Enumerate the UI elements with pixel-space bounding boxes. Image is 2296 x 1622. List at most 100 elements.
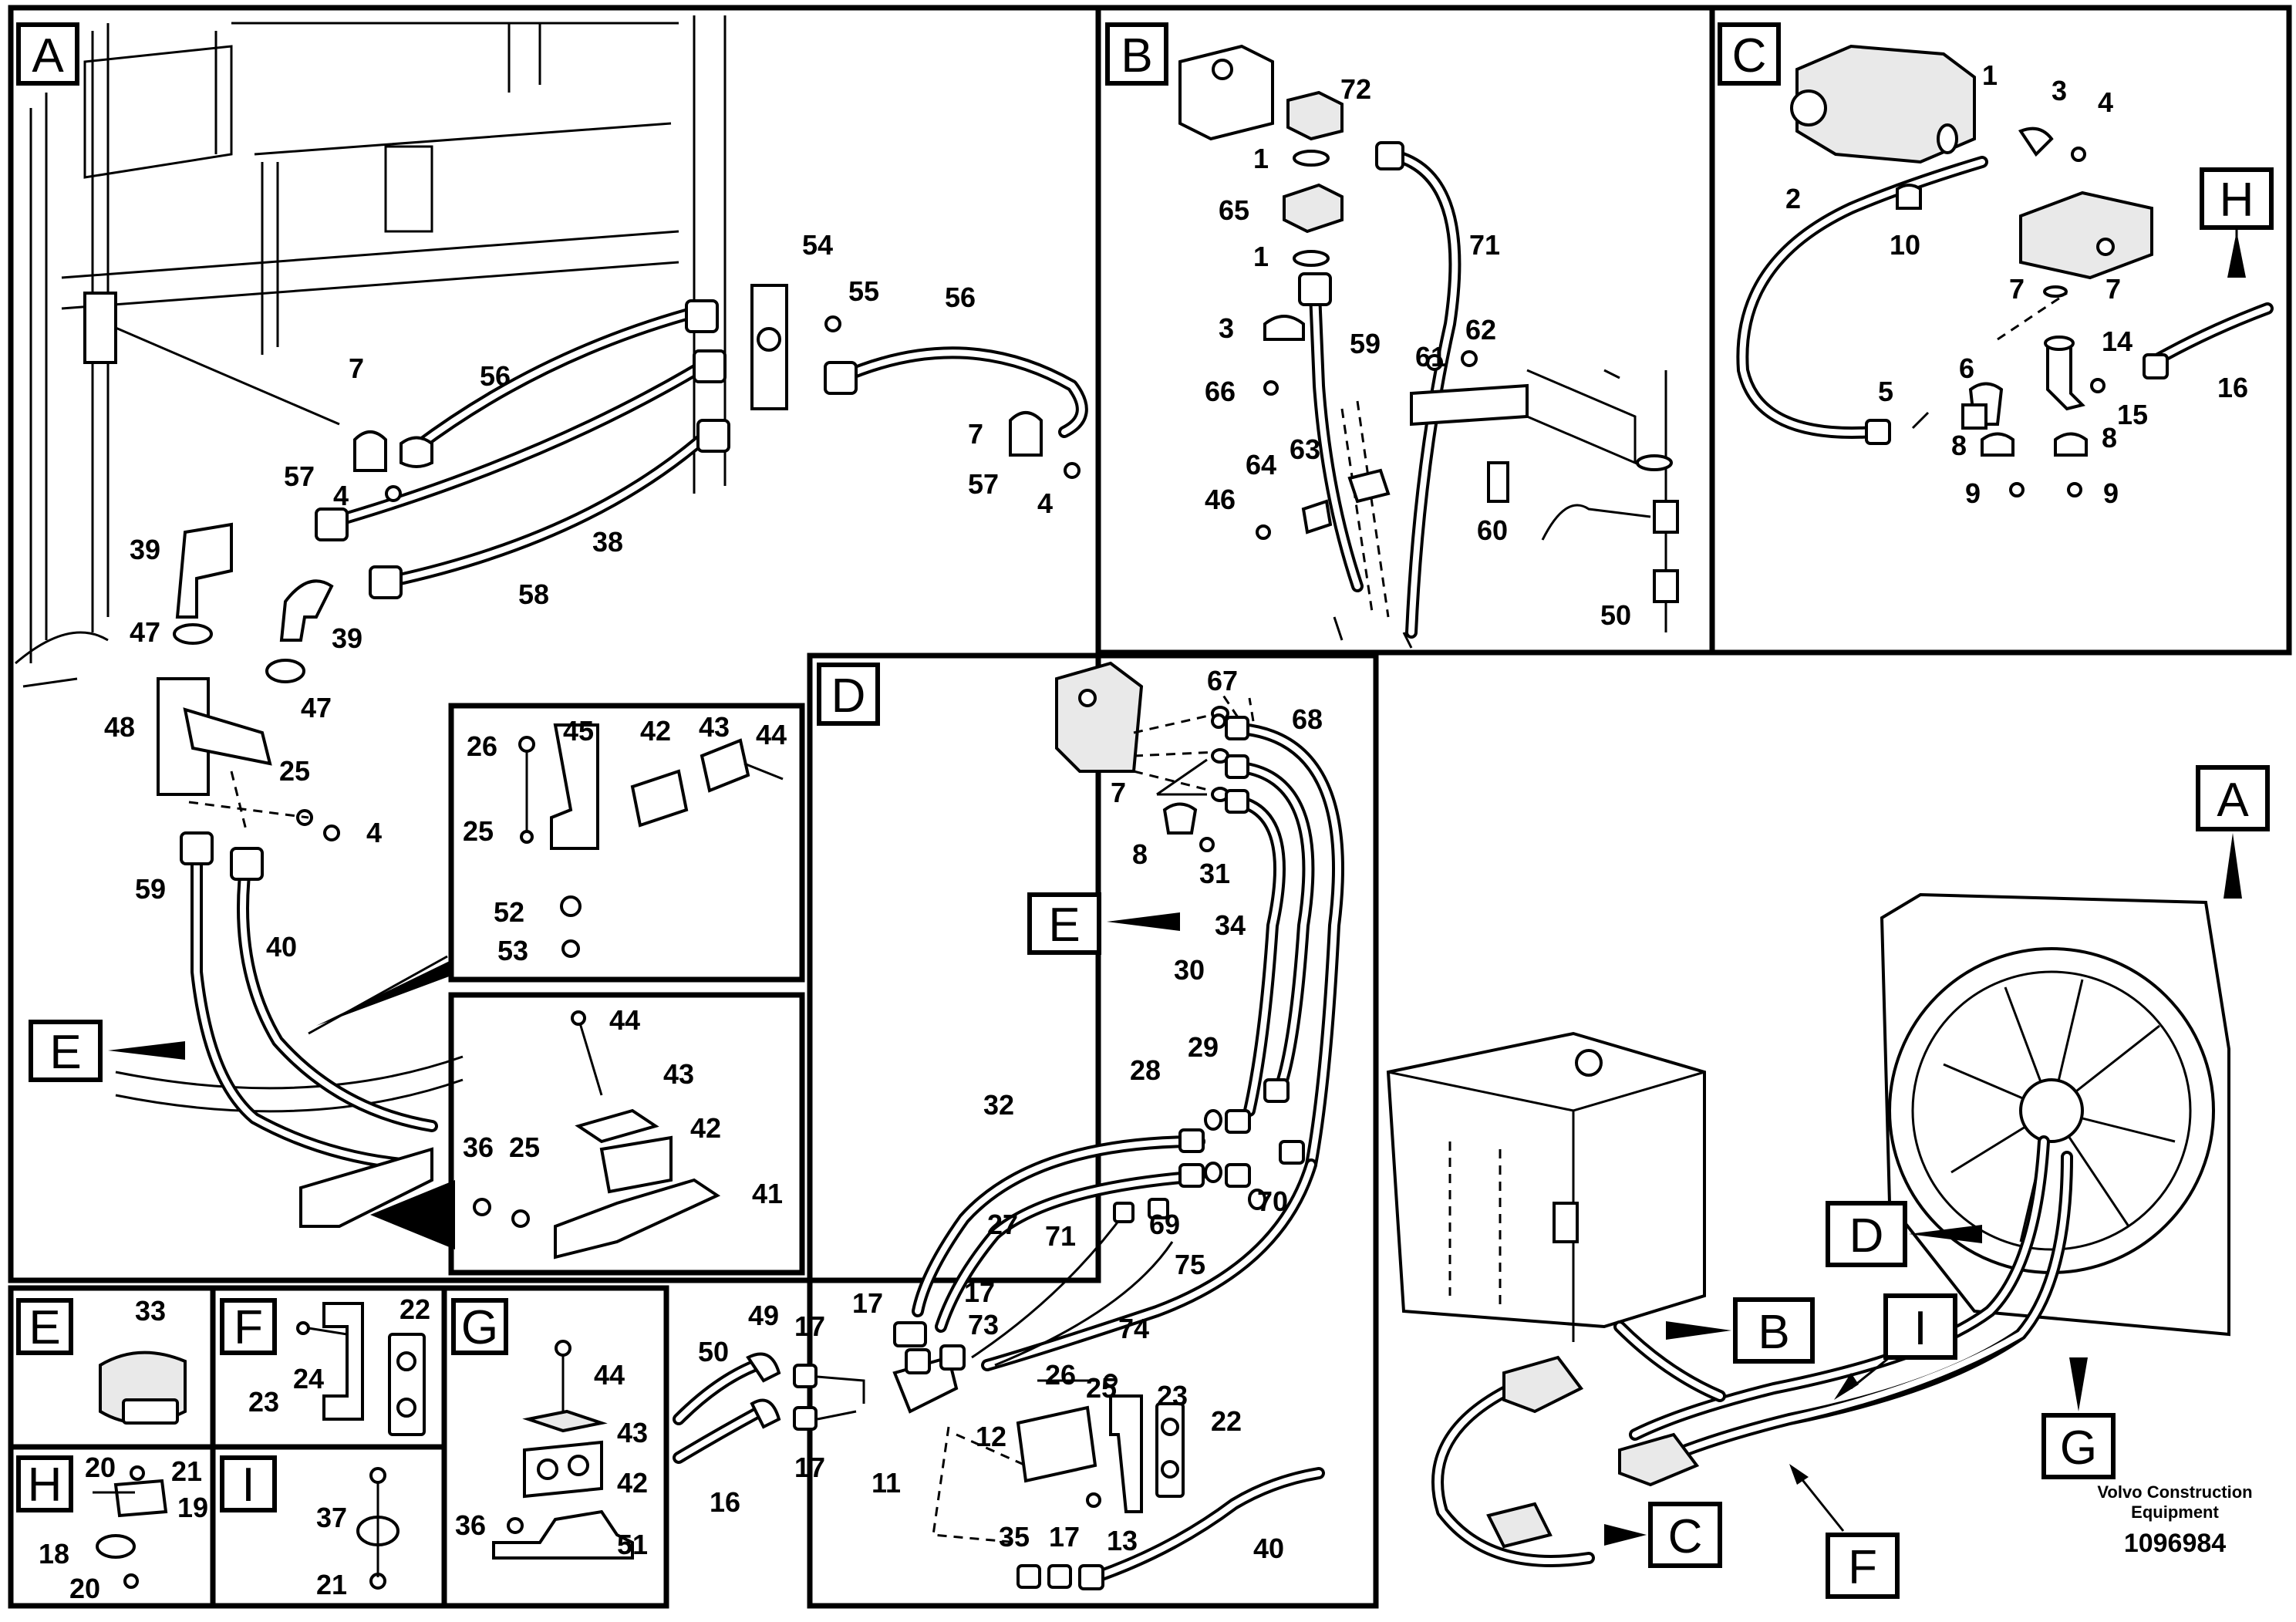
callout-40: 40 <box>266 931 297 963</box>
callout-21: 21 <box>171 1455 202 1487</box>
callout-12: 12 <box>976 1421 1006 1452</box>
view-e-d-label: E <box>1048 899 1080 952</box>
fitting-15 <box>2090 378 2106 393</box>
callout-72: 72 <box>1340 73 1371 105</box>
overview-pump <box>1502 1355 1584 1414</box>
pump <box>1795 44 1976 164</box>
panel-c-label: C <box>1732 29 1767 83</box>
callout-5: 5 <box>1878 376 1893 407</box>
nut-37 <box>369 1467 386 1484</box>
overview-a-label: A <box>2217 774 2249 827</box>
panel-g: G 44 43 42 36 51 <box>451 1298 648 1560</box>
brand-line-2: Equipment <box>2131 1502 2219 1522</box>
bracket-60-tab <box>1487 461 1509 503</box>
hose-74 <box>981 1158 1317 1371</box>
callout-75: 75 <box>1175 1249 1205 1280</box>
callout-1: 1 <box>1982 59 1998 91</box>
callout-16: 16 <box>2217 372 2248 403</box>
fitting-nut <box>1375 141 1404 170</box>
callout-9: 9 <box>2103 477 2119 509</box>
callout-63: 63 <box>1290 433 1320 465</box>
hose-40-a <box>237 850 438 1132</box>
bolt-55 <box>824 315 841 332</box>
fitting-50-upper <box>1653 500 1679 534</box>
clamp-8 <box>2054 432 2088 457</box>
callout-33: 33 <box>135 1295 166 1327</box>
callout-44: 44 <box>609 1004 640 1036</box>
panel-b-label: B <box>1121 29 1152 83</box>
callout-21: 21 <box>316 1569 347 1600</box>
callout-39: 39 <box>332 622 362 654</box>
callout-20: 20 <box>85 1452 116 1483</box>
washer-50 <box>1636 454 1673 471</box>
panel-f-label: F <box>234 1301 263 1354</box>
clamp-22-hole <box>1161 1418 1179 1436</box>
overview-f-label: F <box>1848 1541 1877 1594</box>
bracket-23-f <box>322 1302 364 1421</box>
hose-56-right <box>834 346 1088 438</box>
overview-b-arrow <box>1666 1321 1731 1340</box>
callout-32: 32 <box>983 1089 1014 1121</box>
fitting-17 <box>1047 1564 1072 1589</box>
panel-d-frame <box>807 653 1379 1609</box>
valve-port <box>2096 238 2115 256</box>
bracket-48 <box>157 677 210 796</box>
callout-69: 69 <box>1149 1209 1180 1240</box>
clamp-hole <box>568 1455 589 1476</box>
overview-f-box <box>1826 1533 1900 1599</box>
panel-frames <box>8 5 2292 1609</box>
callout-43: 43 <box>699 711 730 743</box>
bracket-60-top <box>1410 383 1529 427</box>
bracket-19 <box>113 1479 168 1518</box>
callout-52: 52 <box>494 896 524 928</box>
callout-7: 7 <box>2106 273 2121 305</box>
panel-h-label-box <box>16 1455 73 1512</box>
panel-d-callouts: 67 68 7 8 31 34 30 28 29 32 70 27 71 69 … <box>698 665 1323 1564</box>
callout-9: 9 <box>1965 477 1981 509</box>
overview-f-leader <box>1795 1472 1845 1532</box>
insert-leader-lower-head <box>370 1180 455 1249</box>
panel-e-label: E <box>29 1301 60 1354</box>
bracket-41-a <box>299 1147 433 1228</box>
overview-i-box <box>1883 1293 1957 1360</box>
overview-g-label: G <box>2060 1421 2097 1475</box>
callout-56: 56 <box>945 282 976 313</box>
oring-28 <box>1204 1162 1222 1183</box>
clamp-57-left <box>353 430 387 472</box>
panel-c-label-box <box>1718 22 1781 86</box>
overview-valve <box>1486 1502 1553 1549</box>
callout-39: 39 <box>130 534 160 565</box>
callout-25: 25 <box>463 815 494 847</box>
hose-30 <box>1236 796 1286 1117</box>
callout-57: 57 <box>968 468 999 500</box>
fitting-17 <box>793 1364 818 1388</box>
clamp-22-hole <box>1161 1460 1179 1479</box>
view-e-arrow <box>108 1041 185 1060</box>
callout-56: 56 <box>480 360 511 392</box>
hose-58 <box>379 430 712 588</box>
panel-i-label: I <box>241 1458 255 1512</box>
hose-38 <box>318 360 708 531</box>
insert-lower-frame <box>448 992 805 1276</box>
bolt-44-head <box>555 1340 571 1357</box>
callout-43: 43 <box>663 1058 694 1090</box>
callout-47: 47 <box>301 692 332 723</box>
fitting-17 <box>793 1406 818 1431</box>
callout-47: 47 <box>130 616 160 648</box>
bolt-4 <box>323 824 340 841</box>
insert-leader-upper-head <box>316 960 451 1026</box>
view-h-label: H <box>2220 174 2254 227</box>
callout-23: 23 <box>1157 1380 1188 1411</box>
hose-59-b <box>1309 287 1364 592</box>
callout-71: 71 <box>1469 229 1500 261</box>
frame-bracket <box>83 292 117 364</box>
panel-e-label-box <box>16 1298 73 1355</box>
oring-70 <box>1248 1189 1266 1210</box>
callout-64: 64 <box>1246 449 1276 481</box>
bolt-4 <box>2071 147 2086 162</box>
pump-port <box>1790 89 1827 126</box>
bolt-36 <box>507 1517 524 1534</box>
panel-d-label-box <box>817 663 880 726</box>
hose-59-a <box>190 835 415 1171</box>
plate-43-g <box>522 1409 608 1433</box>
